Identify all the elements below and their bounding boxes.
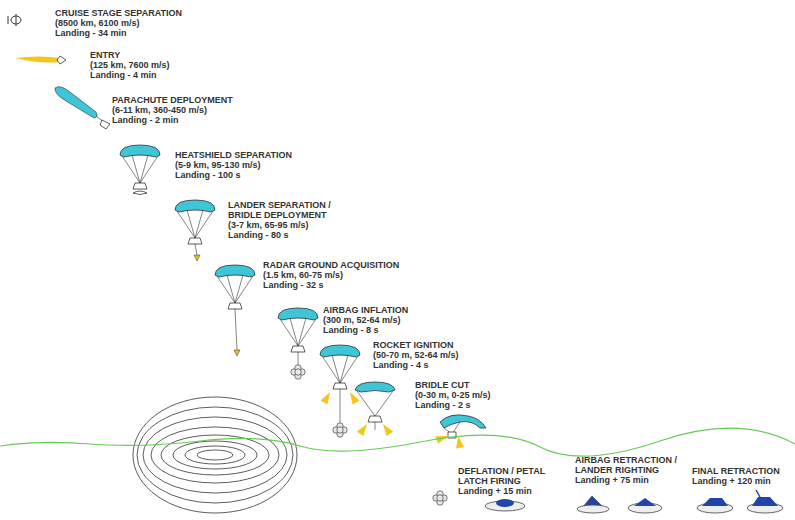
step-detail: Landing + 75 min bbox=[575, 475, 687, 485]
step-title: PARACHUTE DEPLOYMENT bbox=[112, 95, 233, 105]
step-title: FINAL RETRACTION bbox=[692, 466, 780, 476]
step-detail: (6-11 km, 360-450 m/s) bbox=[112, 105, 233, 115]
lander-final bbox=[697, 490, 783, 513]
step-label-group: AIRBAG RETRACTION / LANDER RIGHTINGLandi… bbox=[575, 455, 687, 485]
step-title: ROCKET IGNITION bbox=[373, 340, 459, 350]
step-label-group: AIRBAG INFLATION(300 m, 52-64 m/s)Landin… bbox=[323, 305, 408, 335]
step-title: DEFLATION / PETAL LATCH FIRING bbox=[458, 466, 568, 486]
step-detail: (5-9 km, 95-130 m/s) bbox=[175, 160, 292, 170]
lander-righting bbox=[577, 496, 662, 513]
step-title: ENTRY bbox=[90, 50, 170, 60]
step-label-group: CRUISE STAGE SEPARATION(8500 km, 6100 m/… bbox=[55, 8, 182, 38]
step-detail: Landing - 2 min bbox=[112, 115, 233, 125]
parachute-deploy bbox=[55, 87, 110, 129]
step-title: HEATSHIELD SEPARATION bbox=[175, 150, 292, 160]
entry-capsule bbox=[15, 56, 66, 64]
step-detail: (1.5 km, 60-75 m/s) bbox=[263, 270, 399, 280]
step-detail: Landing - 4 s bbox=[373, 360, 459, 370]
step-label-group: ENTRY(125 km, 7600 m/s)Landing - 4 min bbox=[90, 50, 170, 80]
step-detail: Landing - 8 s bbox=[323, 325, 408, 335]
ground-line bbox=[0, 428, 795, 456]
step-label-group: BRIDLE CUT(0-30 m, 0-25 m/s)Landing - 2 … bbox=[415, 380, 491, 410]
step-detail: (0-30 m, 0-25 m/s) bbox=[415, 390, 491, 400]
step-label-group: ROCKET IGNITION(50-70 m, 52-64 m/s)Landi… bbox=[373, 340, 459, 370]
step-detail: (300 m, 52-64 m/s) bbox=[323, 315, 408, 325]
step-detail: Landing - 34 min bbox=[55, 28, 182, 38]
step-title: AIRBAG RETRACTION / LANDER RIGHTING bbox=[575, 455, 687, 475]
lander-deflated bbox=[485, 499, 525, 511]
cruise-stage bbox=[8, 14, 21, 26]
step-label-group: DEFLATION / PETAL LATCH FIRINGLanding + … bbox=[458, 466, 568, 496]
step-detail: (8500 km, 6100 m/s) bbox=[55, 18, 182, 28]
step-title: AIRBAG INFLATION bbox=[323, 305, 408, 315]
step-label-group: LANDER SEPARATION / BRIDLE DEPLOYMENT(3-… bbox=[228, 200, 340, 240]
step-detail: (3-7 km, 65-95 m/s) bbox=[228, 220, 340, 230]
step-detail: Landing - 32 s bbox=[263, 280, 399, 290]
radar-waves bbox=[133, 397, 297, 513]
step-title: LANDER SEPARATION / BRIDLE DEPLOYMENT bbox=[228, 200, 340, 220]
step-detail: Landing - 100 s bbox=[175, 170, 292, 180]
step-detail: (125 km, 7600 m/s) bbox=[90, 60, 170, 70]
step-detail: Landing - 80 s bbox=[228, 230, 340, 240]
step-detail: Landing + 15 min bbox=[458, 486, 568, 496]
step-label-group: PARACHUTE DEPLOYMENT(6-11 km, 360-450 m/… bbox=[112, 95, 233, 125]
step-title: CRUISE STAGE SEPARATION bbox=[55, 8, 182, 18]
step-title: RADAR GROUND ACQUISITION bbox=[263, 260, 399, 270]
step-detail: (50-70 m, 52-64 m/s) bbox=[373, 350, 459, 360]
step-detail: Landing + 120 min bbox=[692, 476, 780, 486]
step-title: BRIDLE CUT bbox=[415, 380, 491, 390]
step-label-group: HEATSHIELD SEPARATION(5-9 km, 95-130 m/s… bbox=[175, 150, 292, 180]
step-label-group: FINAL RETRACTIONLanding + 120 min bbox=[692, 466, 780, 486]
step-detail: Landing - 2 s bbox=[415, 400, 491, 410]
step-label-group: RADAR GROUND ACQUISITION(1.5 km, 60-75 m… bbox=[263, 260, 399, 290]
step-detail: Landing - 4 min bbox=[90, 70, 170, 80]
